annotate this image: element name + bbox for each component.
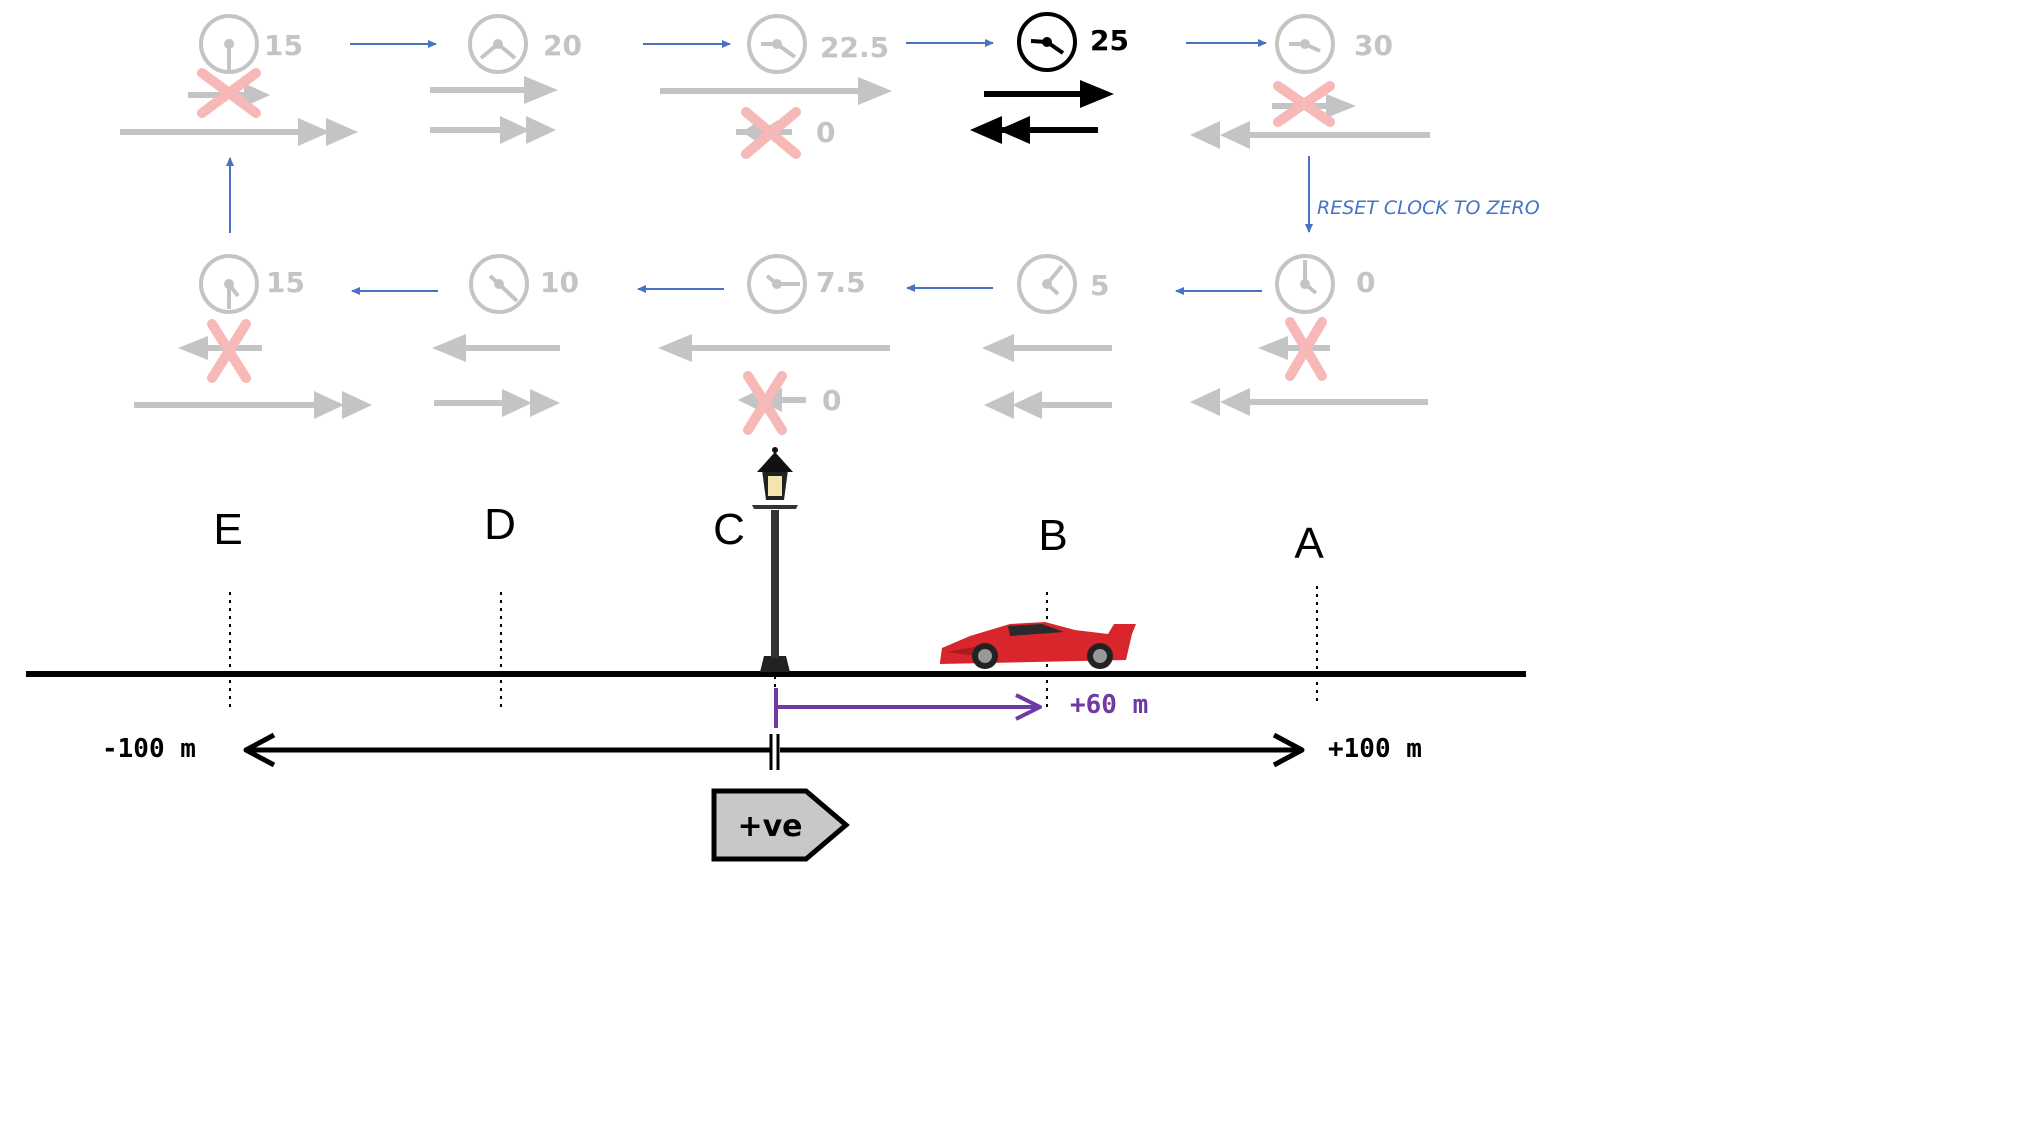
cross-icon [207, 319, 251, 383]
clock-time-label: 10 [540, 266, 579, 299]
clock-time-label: 30 [1354, 29, 1393, 62]
long-double-arrow-right [134, 391, 372, 419]
displacement-label: +60 m [1070, 690, 1148, 720]
short-double-arrow-left [984, 391, 1112, 419]
small-forward-arrow-cancelled [188, 68, 270, 118]
bottom-clock-15: 15 [199, 254, 305, 314]
marker-label-a: A [1294, 519, 1324, 568]
bottom-clock-10: 10 [469, 254, 579, 314]
medium-arrow-left [432, 334, 560, 362]
top-clock-30: 30 [1275, 14, 1393, 74]
clock-time-label: 15 [264, 29, 303, 62]
small-forward-arrow-cancelled [1272, 81, 1356, 127]
medium-arrow-right [430, 76, 558, 104]
cross-icon [743, 371, 787, 435]
clock-time-label: 7.5 [816, 266, 866, 299]
top-clock-22-5: 22.5 [747, 14, 889, 74]
positive-direction-tag: +ve [711, 788, 850, 862]
clock-icon [1017, 12, 1077, 72]
zero-acceleration-label: 0 [816, 116, 835, 149]
clock-icon [199, 14, 259, 74]
clock-time-label: 20 [543, 29, 582, 62]
velocity-arrow-right-active [984, 80, 1114, 108]
cross-icon [1273, 81, 1335, 127]
reset-clock-note: RESET CLOCK TO ZERO [1317, 197, 1540, 219]
marker-label-d: D [484, 500, 516, 549]
short-double-arrow-right [430, 116, 556, 144]
position-markers: E D C B A [213, 500, 1324, 712]
position-axis [246, 734, 1302, 770]
long-arrow-left [658, 334, 890, 362]
street-lamp-icon [752, 447, 798, 672]
axis-right-label: +100 m [1328, 734, 1422, 764]
axis-left-label: -100 m [102, 734, 196, 764]
clock-icon [468, 14, 528, 74]
clock-time-label: 22.5 [820, 31, 889, 64]
clock-icon [469, 254, 529, 314]
clock-icon [199, 254, 259, 314]
cross-icon [197, 68, 261, 118]
motion-diagram: 15 20 22. [26, 12, 1540, 862]
long-double-arrow-right [120, 118, 358, 146]
zero-acceleration-label: 0 [822, 384, 841, 417]
marker-label-c: C [713, 505, 745, 554]
top-clock-25-active: 25 [1017, 12, 1129, 72]
top-clock-20: 20 [468, 14, 582, 74]
bottom-clock-5: 5 [1017, 254, 1109, 314]
marker-label-e: E [213, 505, 242, 554]
clock-icon [1275, 254, 1335, 314]
short-arrow-left [982, 334, 1112, 362]
clock-time-label: 25 [1090, 24, 1129, 57]
short-double-arrow-right [434, 389, 560, 417]
small-backward-arrow-cancelled [1258, 317, 1330, 381]
small-backward-arrow-cancelled [178, 319, 262, 383]
acceleration-double-arrow-left-active [970, 116, 1098, 144]
clock-icon [1275, 14, 1335, 74]
clock-icon [747, 254, 807, 314]
clock-time-label: 5 [1090, 269, 1109, 302]
bottom-clock-0: 0 [1275, 254, 1375, 314]
clock-time-label: 15 [266, 266, 305, 299]
cross-icon [741, 107, 801, 159]
positive-direction-label: +ve [737, 809, 802, 844]
clock-icon [747, 14, 807, 74]
zero-double-arrow-cancelled [736, 107, 801, 159]
clock-icon [1017, 254, 1077, 314]
top-clock-15: 15 [199, 14, 303, 74]
long-double-arrow-left [1190, 121, 1430, 149]
displacement-arrow [774, 688, 1042, 728]
cross-icon [1285, 317, 1327, 381]
long-arrow-right [660, 77, 892, 105]
red-sports-car-icon [940, 622, 1136, 669]
clock-time-label: 0 [1356, 266, 1375, 299]
bottom-clock-7-5: 7.5 [747, 254, 866, 314]
marker-label-b: B [1038, 511, 1067, 560]
long-double-arrow-left [1190, 388, 1428, 416]
zero-double-arrow-cancelled [738, 371, 806, 435]
